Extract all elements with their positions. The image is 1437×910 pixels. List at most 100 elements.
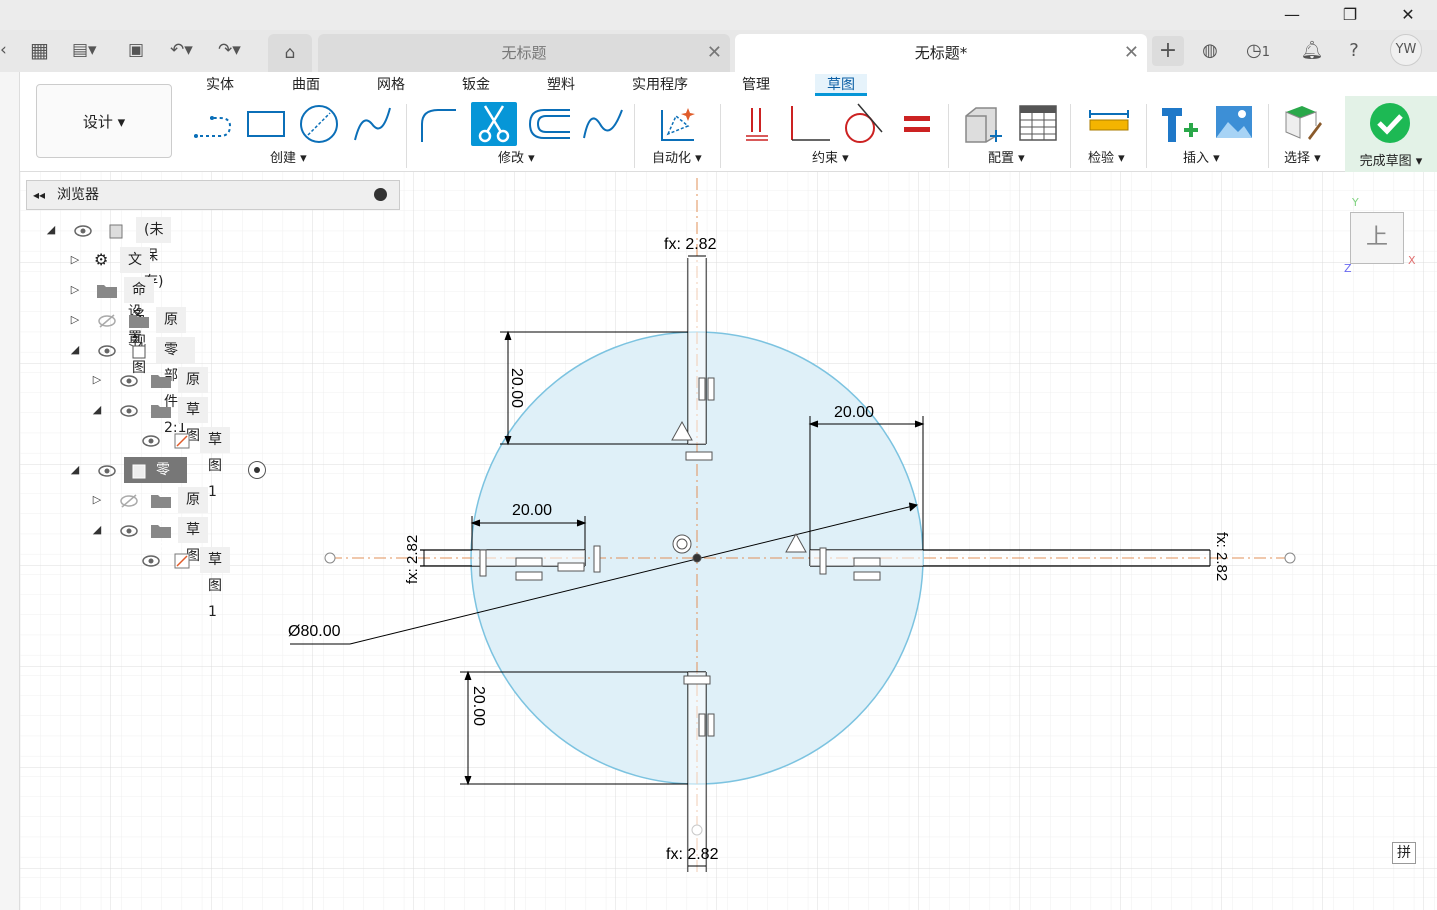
grid-menu-icon[interactable]: ▦ <box>30 38 49 62</box>
automate-tool[interactable] <box>654 102 700 146</box>
dimension-left-width-text[interactable]: fx: 2.82 <box>404 535 421 584</box>
tab-close-icon[interactable]: ✕ <box>1123 42 1139 63</box>
notification-bell-icon[interactable]: 🔔︎ <box>1300 40 1324 61</box>
centerline-endpoint[interactable] <box>1284 552 1296 564</box>
home-tab-icon[interactable]: ⌂ <box>268 34 312 72</box>
insert-image-tool[interactable] <box>1212 102 1258 146</box>
configure-table-tool[interactable] <box>1016 102 1062 146</box>
perpendicular-constraint-tool[interactable] <box>786 102 832 146</box>
visibility-eye-icon[interactable] <box>74 222 92 238</box>
equal-constraint-tool[interactable] <box>894 102 940 146</box>
dimension-top-width-text[interactable]: fx: 2.82 <box>664 236 717 253</box>
job-status[interactable]: ◷1 <box>1238 36 1278 66</box>
tab-close-icon[interactable]: ✕ <box>706 42 722 63</box>
user-avatar[interactable]: YW <box>1390 34 1422 66</box>
sketch-canvas[interactable]: 20.00 20.00 20.00 20.00 <box>20 172 1437 910</box>
dimension-bottom-width-text[interactable]: fx: 2.82 <box>666 846 719 863</box>
rectangle-tool[interactable] <box>243 102 289 146</box>
select-tool[interactable] <box>1280 102 1326 146</box>
visibility-eye-icon[interactable] <box>98 342 116 358</box>
finish-sketch-button[interactable]: 完成草图 ▾ <box>1345 96 1437 172</box>
collapse-toggle-icon[interactable]: ◢ <box>70 463 80 476</box>
sync-icon[interactable]: ◍ <box>1202 40 1218 61</box>
modify-group-label[interactable]: 修改 ▾ <box>498 151 535 166</box>
tab-untitled[interactable]: 无标题 ✕ <box>318 34 730 72</box>
dimension-right-slot-text[interactable]: 20.00 <box>834 404 874 421</box>
tab-plastic[interactable]: 塑料 <box>547 77 575 93</box>
undo-icon[interactable]: ↶▾ <box>170 40 193 60</box>
select-group-label[interactable]: 选择 ▾ <box>1284 151 1321 166</box>
collapse-toggle-icon[interactable]: ◢ <box>92 403 102 416</box>
collapse-panel-icon[interactable]: ◂◂ <box>33 188 46 202</box>
tab-manage[interactable]: 管理 <box>742 77 770 93</box>
tab-sketch[interactable]: 草图 <box>815 74 867 96</box>
browser-panel-header[interactable]: ◂◂ 浏览器 <box>26 180 400 210</box>
tab-sheet-metal[interactable]: 钣金 <box>462 77 490 93</box>
visibility-eye-icon[interactable] <box>142 552 160 568</box>
configure-group-label[interactable]: 配置 ▾ <box>988 151 1025 166</box>
back-arrow-icon[interactable]: ‹ <box>0 40 7 60</box>
help-icon[interactable]: ? <box>1349 40 1359 61</box>
circle-tool[interactable] <box>296 102 342 146</box>
activate-radio[interactable] <box>248 461 266 479</box>
dimension-right-width-text[interactable]: fx: 2.82 <box>1213 532 1230 581</box>
visibility-eye-icon[interactable] <box>120 372 138 388</box>
dimension-left-slot-text[interactable]: 20.00 <box>512 502 552 519</box>
diameter-dimension[interactable] <box>290 502 919 645</box>
expand-toggle-icon[interactable]: ▷ <box>92 373 102 386</box>
expand-toggle-icon[interactable]: ▷ <box>92 493 102 506</box>
minimize-panel-icon[interactable] <box>374 188 387 201</box>
trim-tool[interactable] <box>471 102 517 146</box>
new-tab-button[interactable]: + <box>1152 36 1184 66</box>
line-tool[interactable] <box>190 102 236 146</box>
dimension-lower-slot-text[interactable]: 20.00 <box>470 686 487 726</box>
create-group-label[interactable]: 创建 ▾ <box>270 151 307 166</box>
visibility-eye-icon[interactable] <box>98 462 116 478</box>
offset-tool[interactable] <box>526 102 572 146</box>
configure-tool[interactable] <box>960 102 1006 146</box>
expand-toggle-icon[interactable]: ▷ <box>70 283 80 296</box>
dimension-left-slot[interactable] <box>470 516 587 550</box>
hidden-eye-icon[interactable] <box>98 312 116 328</box>
dimension-right-slot[interactable] <box>808 416 925 550</box>
automate-group-label[interactable]: 自动化 ▾ <box>652 151 702 166</box>
collapse-toggle-icon[interactable]: ◢ <box>46 223 56 236</box>
visibility-eye-icon[interactable] <box>142 432 160 448</box>
file-menu-icon[interactable]: ▤▾ <box>72 40 97 60</box>
redo-icon[interactable]: ↷▾ <box>218 40 241 60</box>
collapse-toggle-icon[interactable]: ◢ <box>92 523 102 536</box>
tab-surface[interactable]: 曲面 <box>292 77 320 93</box>
dimension-upper-slot-text[interactable]: 20.00 <box>508 368 525 408</box>
tab-mesh[interactable]: 网格 <box>377 77 405 93</box>
inspect-group-label[interactable]: 检验 ▾ <box>1088 151 1125 166</box>
visibility-eye-icon[interactable] <box>120 522 138 538</box>
snap-toggle-icon[interactable]: 拼 <box>1392 842 1416 864</box>
maximize-button[interactable]: ❐ <box>1342 5 1358 24</box>
insert-group-label[interactable]: 插入 ▾ <box>1183 151 1220 166</box>
coincident-constraint-tool[interactable] <box>734 102 780 146</box>
expand-toggle-icon[interactable]: ▷ <box>70 313 80 326</box>
tab-utilities[interactable]: 实用程序 <box>632 77 688 93</box>
diameter-dimension-text[interactable]: Ø80.00 <box>288 623 341 640</box>
view-cube[interactable]: 上 <box>1350 212 1404 264</box>
centerline-endpoint[interactable] <box>324 552 336 564</box>
spline-tool[interactable] <box>350 102 396 146</box>
hidden-eye-icon[interactable] <box>120 492 138 508</box>
collapse-toggle-icon[interactable]: ◢ <box>70 343 80 356</box>
insert-mcmaster-tool[interactable] <box>1158 102 1204 146</box>
minimize-button[interactable]: — <box>1284 5 1300 24</box>
tab-solid[interactable]: 实体 <box>206 77 234 93</box>
constraints-group-label[interactable]: 约束 ▾ <box>812 151 849 166</box>
measure-tool[interactable] <box>1086 102 1132 146</box>
workspace-switcher[interactable]: 设计 ▾ <box>36 84 172 158</box>
save-icon[interactable]: ▣ <box>128 40 145 60</box>
dimension-upper-slot[interactable] <box>500 330 688 446</box>
visibility-eye-icon[interactable] <box>120 402 138 418</box>
close-window-button[interactable]: ✕ <box>1401 5 1415 24</box>
dimension-lower-slot[interactable] <box>460 670 688 786</box>
tab-untitled-active[interactable]: 无标题* ✕ <box>735 34 1147 72</box>
fillet-tool[interactable] <box>416 102 462 146</box>
spline-modify-tool[interactable] <box>580 102 626 146</box>
tangent-constraint-tool[interactable] <box>838 102 884 146</box>
expand-toggle-icon[interactable]: ▷ <box>70 253 80 266</box>
